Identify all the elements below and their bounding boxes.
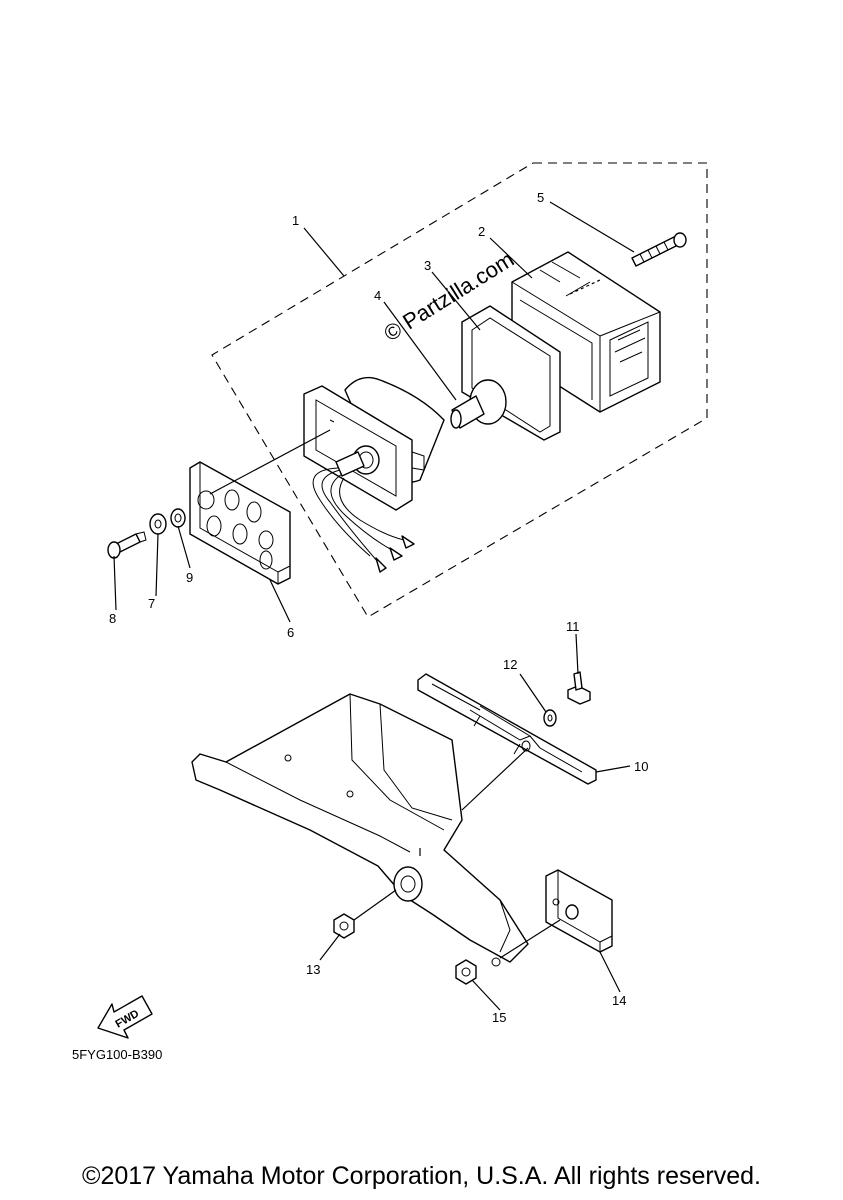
callout-11: 11 — [566, 619, 580, 634]
washer-7 — [149, 513, 167, 535]
callout-4: 4 — [374, 288, 381, 303]
diagram-code: 5FYG100-B390 — [72, 1047, 163, 1062]
screw-5 — [631, 232, 687, 267]
rear-reflector — [545, 869, 613, 953]
callout-8: 8 — [109, 611, 116, 626]
callout-13: 13 — [306, 962, 320, 977]
assembly-boundary — [211, 162, 708, 618]
tail-light-housing — [303, 376, 445, 573]
callout-5: 5 — [537, 190, 544, 205]
copyright-notice: ©2017 Yamaha Motor Corporation, U.S.A. A… — [82, 1162, 761, 1190]
fwd-arrow-icon: FWD — [97, 995, 153, 1039]
callout-10: 10 — [634, 759, 648, 774]
callout-12: 12 — [503, 657, 517, 672]
gasket — [461, 305, 561, 441]
callout-15: 15 — [492, 1010, 506, 1025]
bulb — [450, 379, 507, 429]
rear-fender-mount — [191, 693, 529, 967]
bracket — [417, 673, 597, 785]
callout-3: 3 — [424, 258, 431, 273]
callout-7: 7 — [148, 596, 155, 611]
nut-13 — [333, 913, 355, 939]
bolt-8 — [107, 531, 147, 559]
reflector-plate — [189, 461, 291, 585]
washer-12 — [543, 709, 557, 727]
bolt-11 — [567, 671, 591, 705]
leader-lines — [113, 201, 635, 1011]
callout-2: 2 — [478, 224, 485, 239]
callout-9: 9 — [186, 570, 193, 585]
callout-1: 1 — [292, 213, 299, 228]
nut-15 — [455, 959, 477, 985]
washer-9 — [170, 508, 186, 528]
callout-14: 14 — [612, 993, 626, 1008]
parts-diagram: 1 2 3 4 5 6 7 8 9 10 11 12 13 14 15 © Pa… — [97, 162, 708, 1039]
callout-6: 6 — [287, 625, 294, 640]
